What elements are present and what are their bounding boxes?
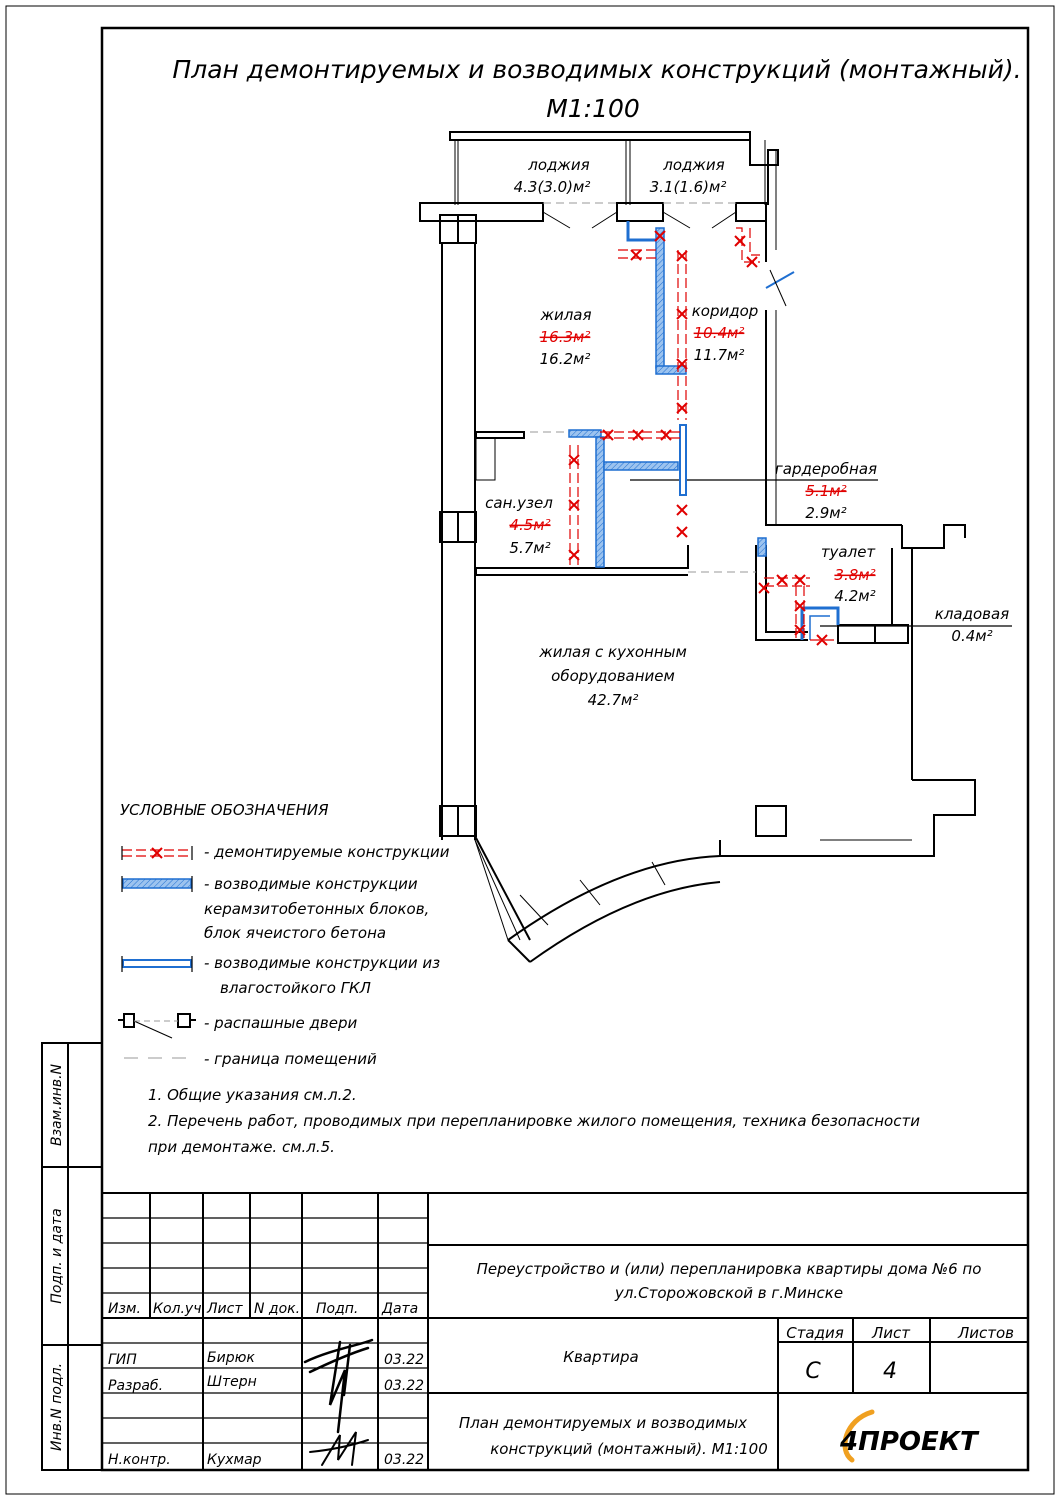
signature — [309, 1431, 369, 1466]
drawing-title: конструкций (монтажный). М1:100 — [490, 1440, 768, 1458]
room-area: 2.9м² — [805, 504, 846, 522]
room-name: сан.узел — [485, 494, 553, 512]
room-area: 4.3(3.0)м² — [514, 178, 591, 196]
title-block-grid — [102, 1192, 1028, 1470]
stage-value: С — [805, 1359, 821, 1384]
room-area: 0.4м² — [951, 627, 992, 645]
room-area: 16.2м² — [540, 350, 591, 368]
room-name: лоджия — [662, 156, 724, 174]
tb-header: Лист — [206, 1301, 243, 1317]
logo-text: 4ПРОЕКТ — [839, 1427, 980, 1457]
tb-header: Изм. — [108, 1301, 141, 1317]
demolished-walls — [569, 227, 838, 641]
tb-date: 03.22 — [384, 1452, 424, 1468]
side-stamp — [41, 1042, 103, 1471]
tb-header: Кол.уч. — [153, 1301, 206, 1317]
room-name: гардеробная — [775, 460, 877, 478]
outer-frame — [5, 5, 1055, 1495]
legend-label: - демонтируемые конструкции — [204, 843, 450, 861]
legend-label: керамзитобетонных блоков, — [204, 900, 429, 918]
room-name: кладовая — [935, 605, 1009, 623]
note: 1. Общие указания см.л.2. — [148, 1086, 357, 1104]
room-name: жилая с кухонным — [538, 643, 687, 661]
room-area: 42.7м² — [588, 691, 639, 709]
floor-plan — [419, 131, 1012, 963]
room-area: 11.7м² — [694, 346, 745, 364]
drawing-title: План демонтируемых и возводимых — [459, 1414, 747, 1432]
legend-demolish-symbol — [121, 846, 193, 860]
room-old-area: 3.8м² — [834, 566, 875, 584]
legend-label: - возводимые конструкции из — [204, 954, 440, 972]
inner-frame — [100, 26, 1030, 1472]
tb-role: ГИП — [108, 1352, 137, 1368]
side-stamp-label: Подп. и дата — [49, 1208, 65, 1303]
project-name: Переустройство и (или) перепланировка кв… — [477, 1260, 982, 1278]
title-line1: План демонтируемых и возводимых конструк… — [172, 55, 1021, 84]
tb-date: 03.22 — [384, 1378, 424, 1394]
sheet-header: Лист — [871, 1324, 911, 1342]
legend-label: - граница помещений — [204, 1050, 377, 1068]
room-area: 4.2м² — [834, 587, 875, 605]
tb-date: 03.22 — [384, 1352, 424, 1368]
side-stamp-label: Инв.N подл. — [49, 1363, 65, 1451]
tb-person: Кухмар — [207, 1452, 262, 1468]
notes: 1. Общие указания см.л.2. 2. Перечень ра… — [148, 1086, 920, 1156]
room-name: оборудованием — [551, 667, 675, 685]
tb-role: Н.контр. — [108, 1452, 171, 1468]
room-name: коридор — [692, 302, 759, 320]
room-area: 3.1(1.6)м² — [650, 178, 727, 196]
room-old-area: 10.4м² — [694, 324, 745, 342]
project-name: ул.Сторожовской в г.Минске — [614, 1284, 843, 1302]
legend-label: влагостойкого ГКЛ — [220, 979, 371, 997]
company-logo: 4ПРОЕКТ — [839, 1409, 980, 1463]
legend-label: - возводимые конструкции — [204, 875, 418, 893]
signature — [303, 1338, 374, 1434]
room-area: 5.7м² — [509, 539, 550, 557]
sheet-value: 4 — [883, 1359, 897, 1384]
side-stamp-label: Взам.инв.N — [49, 1063, 65, 1146]
tb-header: Подп. — [316, 1301, 358, 1317]
room-labels: лоджия 4.3(3.0)м² лоджия 3.1(1.6)м² жила… — [485, 156, 1009, 709]
tb-role: Разраб. — [108, 1378, 163, 1394]
sheets-header: Листов — [957, 1324, 1014, 1342]
legend-title: УСЛОВНЫЕ ОБОЗНАЧЕНИЯ — [120, 801, 329, 819]
tb-header: N док. — [254, 1301, 300, 1317]
legend-gkl-wall-symbol — [121, 956, 193, 972]
legend-label: - распашные двери — [204, 1014, 357, 1032]
tb-header: Дата — [381, 1301, 418, 1317]
note: при демонтаже. см.л.5. — [148, 1138, 335, 1156]
legend-label: блок ячеистого бетона — [204, 924, 386, 942]
room-name: жилая — [539, 306, 591, 324]
room-old-area: 5.1м² — [805, 482, 846, 500]
note: 2. Перечень работ, проводимых при перепл… — [148, 1112, 920, 1130]
tb-person: Штерн — [207, 1374, 257, 1390]
legend: УСЛОВНЫЕ ОБОЗНАЧЕНИЯ - демонтируемые кон… — [118, 801, 450, 1068]
room-name: лоджия — [527, 156, 589, 174]
room-name: туалет — [821, 543, 877, 561]
object-name: Квартира — [563, 1348, 638, 1366]
room-old-area: 4.5м² — [509, 516, 550, 534]
room-old-area: 16.3м² — [540, 328, 591, 346]
tb-person: Бирюк — [207, 1350, 255, 1366]
legend-door-symbol — [118, 1013, 196, 1039]
title-line2: М1:100 — [546, 94, 640, 123]
stage-header: Стадия — [786, 1324, 844, 1342]
legend-block-wall-symbol — [121, 876, 193, 892]
